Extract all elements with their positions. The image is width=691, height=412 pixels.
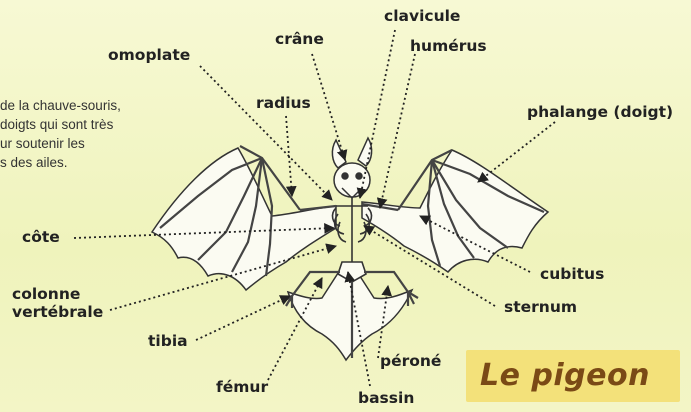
left-wing-membrane xyxy=(152,148,336,290)
tail-membrane xyxy=(288,270,412,360)
label-femur: fémur xyxy=(216,379,268,396)
label-colonne-line1: colonne xyxy=(12,286,80,303)
label-cubitus: cubitus xyxy=(540,266,604,283)
label-radius: radius xyxy=(256,95,311,112)
label-cote: côte xyxy=(22,229,60,246)
label-crane: crâne xyxy=(275,31,324,48)
label-humerus: humérus xyxy=(410,38,487,55)
section-title: Le pigeon xyxy=(480,358,650,393)
label-sternum: sternum xyxy=(504,299,577,316)
label-bassin: bassin xyxy=(358,390,414,407)
label-colonne-line2: vertébrale xyxy=(12,304,103,321)
label-omoplate: omoplate xyxy=(108,47,190,64)
label-phalange: phalange (doigt) xyxy=(527,104,673,121)
label-clavicule: clavicule xyxy=(384,8,460,25)
label-tibia: tibia xyxy=(148,333,188,350)
label-perone: péroné xyxy=(380,353,441,370)
title-box: Le pigeon xyxy=(466,350,680,402)
